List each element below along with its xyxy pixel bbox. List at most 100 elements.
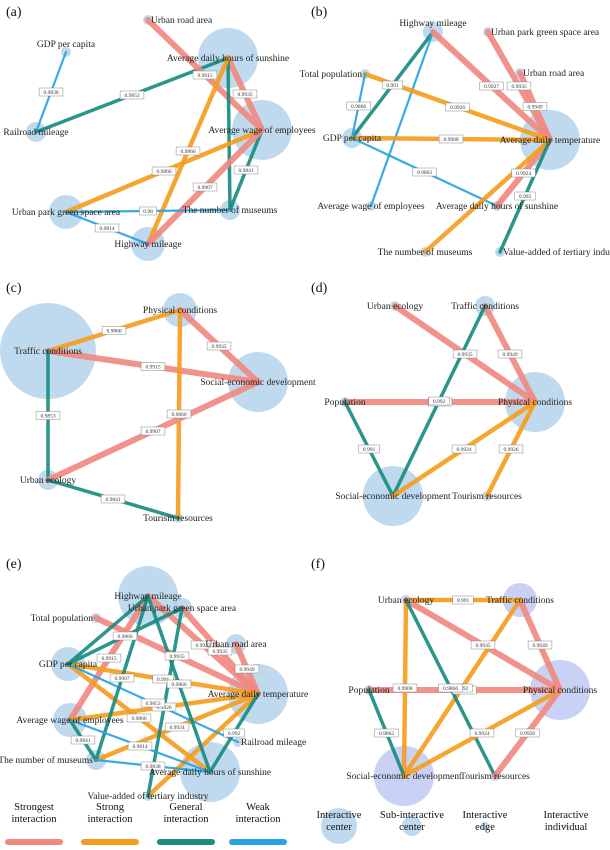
node-label-road: Urban road area bbox=[205, 640, 267, 650]
node-label-ecology: Urban ecology bbox=[367, 302, 423, 312]
node-label-ecology: Urban ecology bbox=[20, 476, 76, 486]
edge-value: 0.9926 bbox=[156, 705, 171, 711]
legend-node-swatch bbox=[321, 808, 357, 844]
edge-highway-wage bbox=[369, 30, 435, 208]
legend-node-label: Sub-interactive bbox=[380, 810, 444, 821]
edge-value-box bbox=[234, 664, 260, 674]
edge-value: 0.9926 bbox=[503, 447, 518, 453]
edge-value-box bbox=[94, 223, 120, 233]
node-label-pop: Total population bbox=[31, 614, 94, 624]
edge-temp-museum bbox=[422, 137, 553, 255]
node-label-museum: The number of museums bbox=[0, 755, 93, 766]
node-label-wage: Average wage of employees bbox=[208, 125, 315, 136]
edge-value: 0.9907 bbox=[197, 185, 212, 191]
edge-value-box bbox=[127, 741, 153, 751]
edge-value: 0.9841 bbox=[105, 497, 120, 503]
edge-value: 0.9814 bbox=[132, 744, 147, 750]
edge-value: 0.9866 bbox=[171, 682, 186, 688]
node-label-physical: Physical conditions bbox=[523, 686, 597, 696]
edge-value-box bbox=[469, 728, 495, 738]
node-label-highway: Highway mileage bbox=[114, 592, 181, 602]
node-label-park: Urban park green space area bbox=[491, 28, 600, 38]
edge-value: 0.9924 bbox=[516, 171, 531, 177]
edge-value: 0.9949 bbox=[502, 352, 517, 358]
edge-value-box bbox=[140, 362, 166, 371]
edge-value-box bbox=[35, 411, 61, 420]
node-label-wage: Average wage of employees bbox=[16, 715, 123, 726]
edge-value: 0.9866 bbox=[117, 634, 132, 640]
edge-value-box bbox=[223, 728, 245, 738]
node-label-gdp: GDP per capita bbox=[323, 134, 382, 144]
edge-value-box bbox=[151, 166, 177, 176]
edge-value-box bbox=[451, 444, 477, 454]
edge-value: 0.9866 bbox=[106, 329, 121, 335]
edge-value: 0.9949 bbox=[527, 105, 542, 111]
edge-value: 0.9927 bbox=[484, 84, 499, 90]
legend-edge-label: Strongest bbox=[14, 802, 54, 813]
panel-d: 0.99350.99490.99270.9920.9910.99240.9926… bbox=[311, 281, 572, 526]
edge-value-box bbox=[164, 651, 190, 661]
edge-value: 0.9853 bbox=[40, 414, 55, 420]
edge-value: 0.9915 bbox=[197, 73, 212, 79]
edge-value-box bbox=[101, 326, 127, 335]
node-label-road: Urban road area bbox=[523, 69, 585, 79]
node-label-temp: Average daily temperature bbox=[500, 136, 601, 146]
edge-value: 0.98 bbox=[143, 209, 153, 215]
edge-value: 0.9907 bbox=[145, 429, 160, 435]
edge-value-box bbox=[100, 494, 126, 504]
edge-value-box bbox=[206, 341, 232, 351]
edge-gdp-highway bbox=[66, 594, 150, 666]
node-label-road: Urban road area bbox=[151, 16, 213, 26]
node-label-social: Social-economic development bbox=[335, 492, 451, 502]
legend-edge-label: General bbox=[169, 802, 202, 813]
node-label-ecology: Urban ecology bbox=[378, 596, 434, 606]
edge-value: 0.9927 bbox=[195, 643, 210, 649]
edge-value: 0.9908 bbox=[397, 686, 412, 692]
node-label-pop: Population bbox=[324, 398, 365, 408]
edge-value-box bbox=[112, 631, 138, 641]
edge-value-box bbox=[70, 735, 96, 745]
legend-node-swatch bbox=[481, 822, 489, 830]
edge-value-box bbox=[527, 640, 553, 650]
edge-value-box bbox=[119, 90, 145, 100]
edge-value: 0.9915 bbox=[101, 656, 116, 662]
edge-value-box bbox=[109, 673, 135, 683]
edge-value-box bbox=[140, 426, 166, 436]
edge-value-box bbox=[445, 102, 470, 112]
node-label-museum: The number of museums bbox=[378, 247, 473, 258]
edge-value: 0.9949 bbox=[239, 667, 254, 673]
edge-value: 0.9926 bbox=[520, 731, 535, 737]
node-label-museum: The number of museums bbox=[183, 205, 278, 216]
node-label-highway: Highway mileage bbox=[114, 240, 181, 250]
edge-value: 0.9853 bbox=[145, 701, 160, 707]
edge-value-box bbox=[392, 683, 418, 693]
edge-value: 0.9814 bbox=[99, 226, 114, 232]
node-label-physical: Physical conditions bbox=[498, 398, 572, 408]
legend-edge-label: interaction bbox=[88, 814, 134, 825]
edge-value: 0.992 bbox=[433, 399, 446, 405]
edge-value: 0.991 bbox=[363, 447, 376, 453]
edge-value-box bbox=[166, 409, 192, 419]
legend-node-label: Interactive bbox=[463, 810, 508, 821]
edge-value: 0.991 bbox=[157, 677, 170, 683]
edge-value: 0.9926 bbox=[450, 105, 465, 111]
edge-value-box bbox=[126, 713, 152, 723]
node-label-rail: Railroad mileage bbox=[3, 128, 68, 138]
panel-label: (d) bbox=[311, 281, 328, 296]
node-label-social: Social-economic development bbox=[200, 378, 316, 388]
edge-value: 0.991 bbox=[457, 598, 470, 604]
node-label-highway: Highway mileage bbox=[399, 19, 466, 29]
edge-tertiary-temp bbox=[145, 691, 261, 799]
node-label-traffic: Traffic conditions bbox=[14, 346, 82, 357]
node-label-park: Urban park green space area bbox=[12, 208, 121, 218]
legend-edge-label: interaction bbox=[164, 814, 210, 825]
edge-value-box bbox=[233, 165, 259, 175]
edge-sun-museum bbox=[226, 56, 232, 212]
edge-value: 0.9908 bbox=[443, 137, 458, 143]
edge-value-box bbox=[374, 728, 399, 738]
edge-value: 0.9935 bbox=[475, 643, 490, 649]
edge-value-box bbox=[497, 349, 523, 359]
edge-value: 0.9924 bbox=[474, 731, 489, 737]
edge-value-box bbox=[438, 683, 463, 693]
